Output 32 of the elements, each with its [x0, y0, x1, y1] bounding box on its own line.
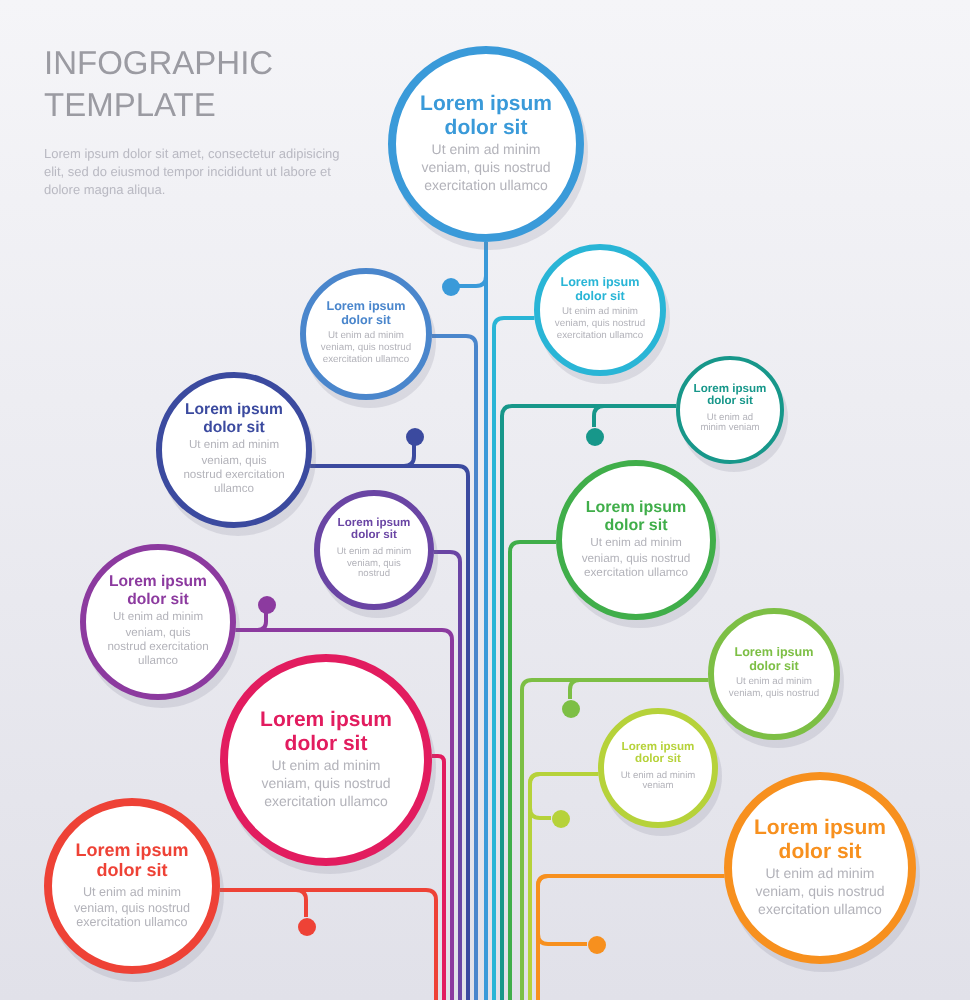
- dot-icon: [441, 277, 459, 295]
- circle-heading: Lorem ipsum dolor sit: [258, 707, 394, 756]
- connector-line: [459, 242, 488, 288]
- connector-line: [536, 874, 725, 946]
- connector-line: [508, 540, 556, 1000]
- dot-icon: [297, 917, 315, 935]
- circle-node: [556, 460, 716, 620]
- dot-icon: [405, 427, 423, 445]
- connector-line: [528, 772, 599, 820]
- dot-icon: [587, 935, 605, 953]
- circle-heading: Lorem ipsum dolor sit: [753, 815, 887, 864]
- connector-line: [568, 678, 709, 699]
- connector-line: [433, 550, 462, 1000]
- circle-node: [314, 490, 434, 610]
- circle-node: [598, 708, 718, 828]
- connector-line: [592, 404, 677, 427]
- connector-line: [219, 888, 308, 917]
- connector-line: [310, 445, 416, 468]
- dot-icon: [585, 427, 603, 445]
- circle-heading: Lorem ipsum dolor sit: [583, 497, 689, 535]
- title: INFOGRAPHIC TEMPLATE: [44, 44, 276, 127]
- connector-line: [235, 613, 268, 632]
- circle-node: [708, 608, 840, 740]
- connector-line: [431, 334, 478, 1000]
- circle-heading: Lorem ipsum dolor sit: [73, 839, 191, 881]
- dot-icon: [257, 595, 275, 613]
- connector-line: [431, 754, 446, 1000]
- connector-line: [492, 316, 535, 1000]
- circle-node: [676, 356, 784, 464]
- circle-heading: Lorem ipsum dolor sit: [418, 91, 554, 140]
- dot-icon: [551, 809, 569, 827]
- dot-icon: [561, 699, 579, 717]
